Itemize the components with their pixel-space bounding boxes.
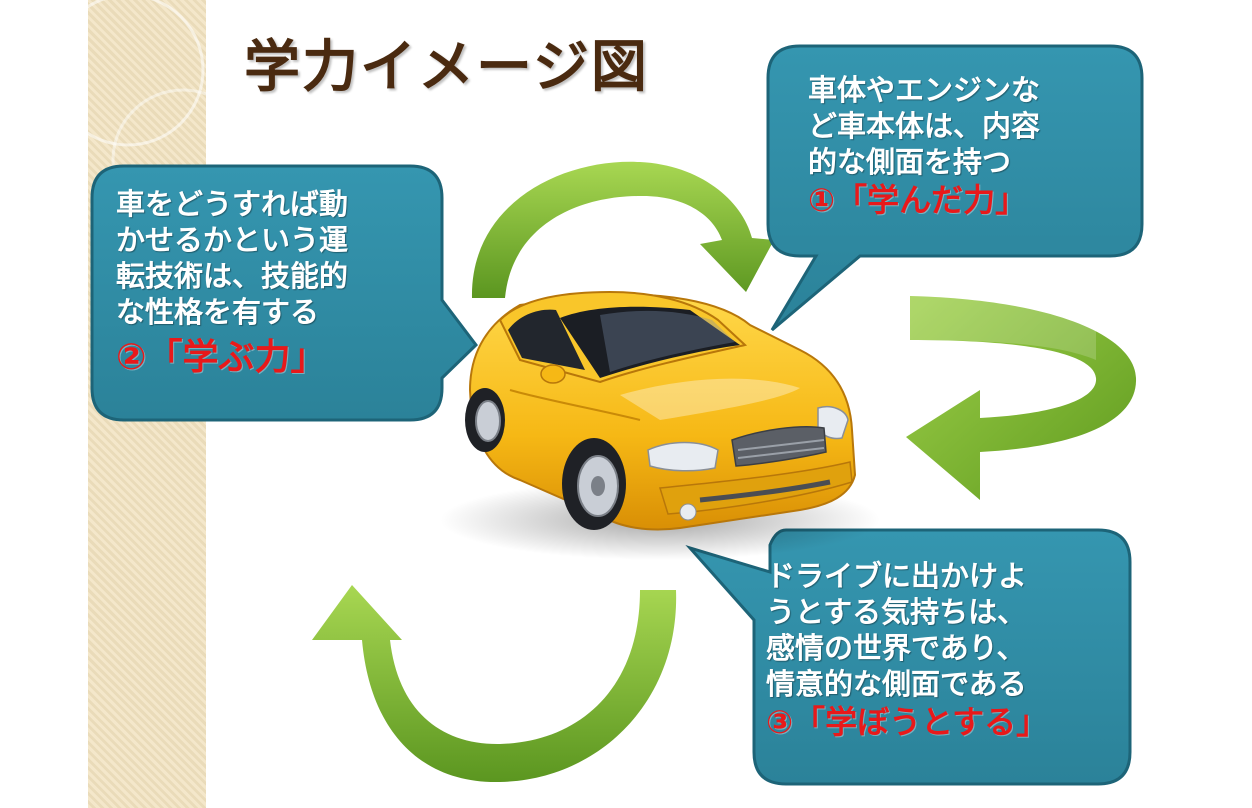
callout-2-line-3: 転技術は、技能的 [116,259,349,293]
callout-3-line-4: 情意的な側面である [766,667,1027,701]
diagram-title: 学力イメージ図 [244,35,649,100]
callout-3-line-2: うとする気持ちは、 [766,595,1027,629]
arrow-bottom [312,585,677,783]
callout-1-text: 車体やエンジンな ど車本体は、内容 的な側面を持つ ①「学んだ力」 [808,72,1040,220]
callout-2-line-1: 車をどうすれば動 [116,187,349,221]
callout-2-highlight: ②「学ぶ力」 [116,337,327,378]
callout-3-highlight: ③「学ぼうとする」 [766,703,1049,741]
car-front-wheel [562,438,626,530]
callout-3-line-3: 感情の世界であり、 [766,631,1026,665]
callout-2-line-2: かせるかという運 [116,223,349,257]
callout-1-bubble [766,44,1144,332]
car-rear-wheel [465,388,505,452]
callout-3-text: ドライブに出かけよ うとする気持ちは、 感情の世界であり、 情意的な側面である … [766,558,1048,742]
callout-1-highlight: ①「学んだ力」 [808,181,1028,219]
callout-2-bubble [90,164,478,422]
callout-3-line-1: ドライブに出かけよ [766,559,1028,593]
callout-1-line-3: 的な側面を持つ [808,145,1012,179]
arrow-right [906,296,1137,500]
callout-2-line-4: な性格を有する [116,295,320,329]
callout-1-line-2: ど車本体は、内容 [808,109,1041,143]
callout-2-text: 車をどうすれば動 かせるかという運 転技術は、技能的 な性格を有する ②「学ぶ力… [116,186,348,380]
arrow-top [471,161,774,298]
callout-1-line-1: 車体やエンジンな [808,73,1041,107]
car-illustration [440,290,880,560]
